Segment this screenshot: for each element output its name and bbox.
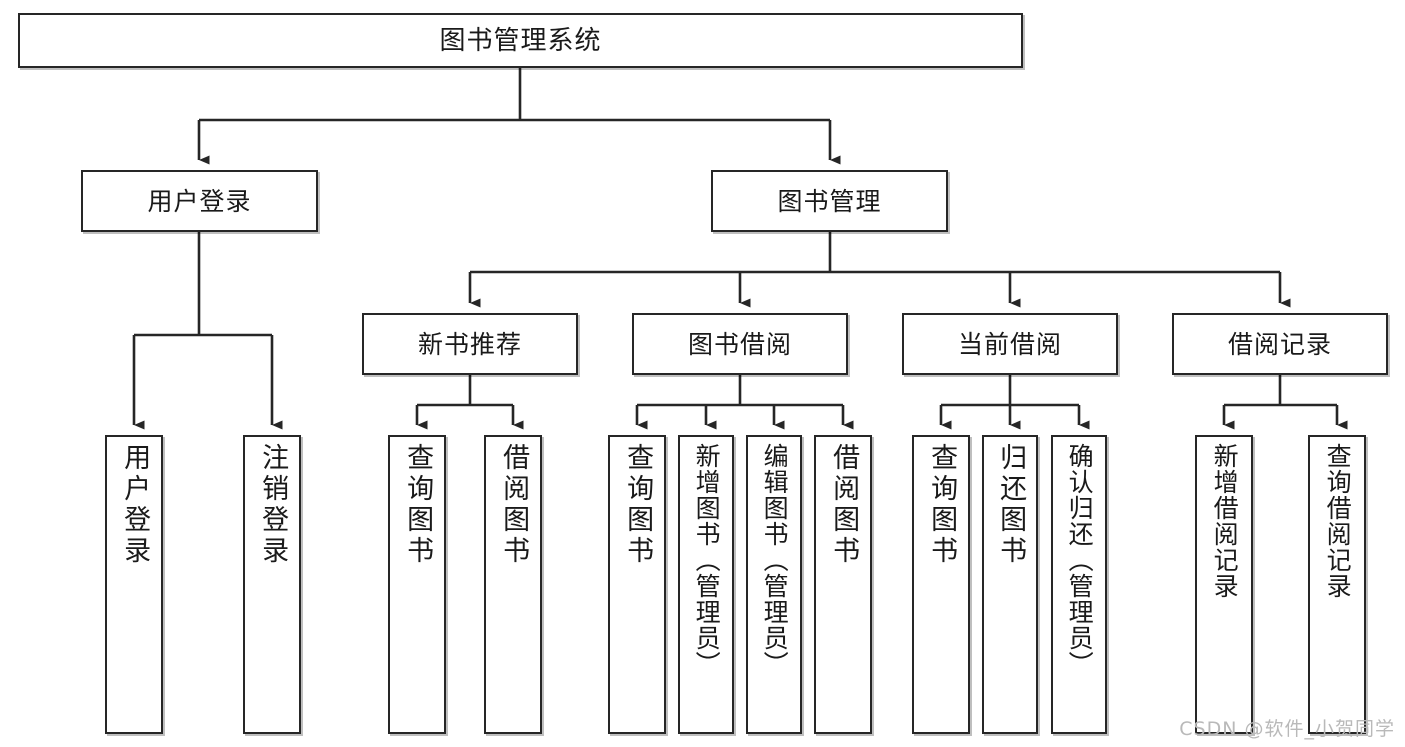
- node-borrow-record-label: 借阅记录: [1227, 329, 1332, 359]
- csdn-watermark: CSDN @软件_小贺同学: [1179, 718, 1395, 740]
- node-book-borrow[interactable]: 图书借阅: [632, 313, 848, 375]
- node-book-management-label: 图书管理: [777, 186, 882, 216]
- node-book-management[interactable]: 图书管理: [711, 170, 948, 232]
- node-borrow-record[interactable]: 借阅记录: [1172, 313, 1388, 375]
- node-leaf-query-book-3-label: 查询图书: [926, 443, 958, 567]
- node-leaf-add-record-label: 新增借阅记录: [1210, 443, 1240, 599]
- node-root-system[interactable]: 图书管理系统: [18, 13, 1023, 68]
- node-leaf-query-record-label: 查询借阅记录: [1323, 443, 1353, 599]
- node-current-borrow[interactable]: 当前借阅: [902, 313, 1118, 375]
- node-leaf-user-login[interactable]: 用户登录: [105, 435, 163, 734]
- node-leaf-confirm-return[interactable]: 确认归还（管理员）: [1051, 435, 1107, 734]
- node-leaf-edit-book-label: 编辑图书（管理员）: [760, 443, 790, 677]
- node-new-book-recommend[interactable]: 新书推荐: [362, 313, 578, 375]
- node-leaf-borrow-book-2-label: 借阅图书: [828, 443, 860, 567]
- node-user-login[interactable]: 用户登录: [81, 170, 318, 232]
- node-leaf-user-login-label: 用户登录: [119, 443, 151, 567]
- node-leaf-query-book-2-label: 查询图书: [622, 443, 654, 567]
- node-leaf-query-book-2[interactable]: 查询图书: [608, 435, 666, 734]
- node-root-system-label: 图书管理系统: [439, 25, 602, 56]
- node-leaf-return-book[interactable]: 归还图书: [982, 435, 1038, 734]
- node-leaf-borrow-book-1[interactable]: 借阅图书: [484, 435, 542, 734]
- node-leaf-query-book-1-label: 查询图书: [402, 443, 434, 567]
- node-leaf-return-book-label: 归还图书: [995, 443, 1027, 567]
- node-leaf-query-record[interactable]: 查询借阅记录: [1308, 435, 1366, 734]
- node-leaf-edit-book[interactable]: 编辑图书（管理员）: [746, 435, 802, 734]
- node-leaf-add-book[interactable]: 新增图书（管理员）: [678, 435, 734, 734]
- node-leaf-borrow-book-1-label: 借阅图书: [498, 443, 530, 567]
- node-leaf-logout-login-label: 注销登录: [257, 443, 289, 567]
- node-leaf-logout-login[interactable]: 注销登录: [243, 435, 301, 734]
- node-leaf-query-book-1[interactable]: 查询图书: [388, 435, 446, 734]
- node-leaf-borrow-book-2[interactable]: 借阅图书: [814, 435, 872, 734]
- node-leaf-add-book-label: 新增图书（管理员）: [692, 443, 722, 677]
- node-book-borrow-label: 图书借阅: [687, 329, 792, 359]
- node-leaf-query-book-3[interactable]: 查询图书: [912, 435, 970, 734]
- node-leaf-add-record[interactable]: 新增借阅记录: [1195, 435, 1253, 734]
- node-current-borrow-label: 当前借阅: [957, 329, 1062, 359]
- node-new-book-recommend-label: 新书推荐: [417, 329, 522, 359]
- node-user-login-label: 用户登录: [147, 186, 252, 216]
- node-leaf-confirm-return-label: 确认归还（管理员）: [1065, 443, 1095, 677]
